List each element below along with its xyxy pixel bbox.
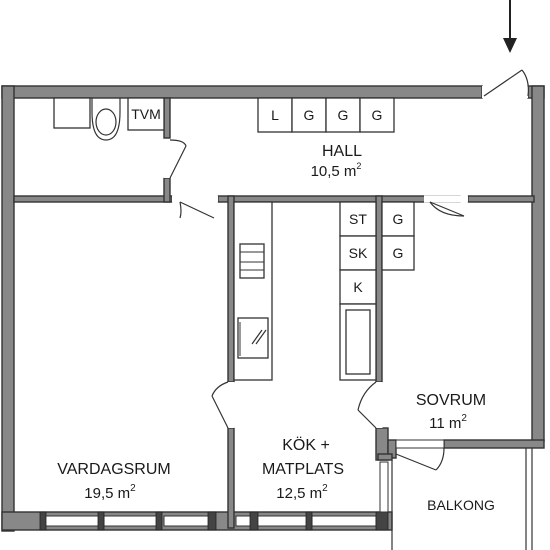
bedroom-wardrobe-label: G xyxy=(393,245,404,261)
kitchen-appliances-right: ST SK K G G xyxy=(339,201,415,381)
room-name: BALKONG xyxy=(427,497,495,513)
room-label-sovrum: SOVRUM 11 m2 xyxy=(416,392,486,432)
room-area: 11 m2 xyxy=(429,413,467,432)
wardrobe-label: G xyxy=(338,107,349,123)
interior-walls xyxy=(13,97,545,529)
bedroom-wardrobe-label: G xyxy=(393,211,404,227)
kitchen-fixture-label: ST xyxy=(349,211,367,227)
room-name: KÖK + xyxy=(282,436,330,454)
wardrobe-label: L xyxy=(271,107,279,123)
kitchen-counter-left xyxy=(233,201,273,381)
kitchen-fixture-label: SK xyxy=(349,245,368,261)
room-name: VARDAGSRUM xyxy=(57,461,171,478)
wardrobe-label: G xyxy=(304,107,315,123)
room-area: 19,5 m2 xyxy=(84,483,136,502)
hall-wardrobes: L G G G xyxy=(257,97,395,133)
entrance-door xyxy=(482,69,529,98)
room-name: MATPLATS xyxy=(262,461,344,478)
living-room-door xyxy=(172,195,218,219)
room-label-vardagsrum: VARDAGSRUM 19,5 m2 xyxy=(57,461,171,502)
bedroom-side-door xyxy=(357,381,383,429)
windows-bottom xyxy=(39,511,389,531)
balcony-door xyxy=(379,439,445,513)
tvm-label: TVM xyxy=(131,106,161,122)
wardrobe-label: G xyxy=(372,107,383,123)
room-area: 12,5 m2 xyxy=(276,483,328,502)
room-area: 10,5 m2 xyxy=(311,161,362,180)
kitchen-fixture-label: K xyxy=(353,279,363,295)
entrance-arrow-icon xyxy=(503,0,517,53)
bathroom: TVM xyxy=(53,97,187,179)
room-name: HALL xyxy=(322,143,362,160)
balcony xyxy=(391,448,533,550)
room-label-hall: HALL 10,5 m2 xyxy=(311,143,363,180)
room-label-kok: KÖK + MATPLATS 12,5 m2 xyxy=(262,436,344,502)
room-label-balkong: BALKONG xyxy=(427,497,495,513)
bedroom-door xyxy=(424,195,468,217)
room-name: SOVRUM xyxy=(416,392,486,409)
kitchen-door xyxy=(211,381,235,429)
tvm-box xyxy=(127,97,165,131)
